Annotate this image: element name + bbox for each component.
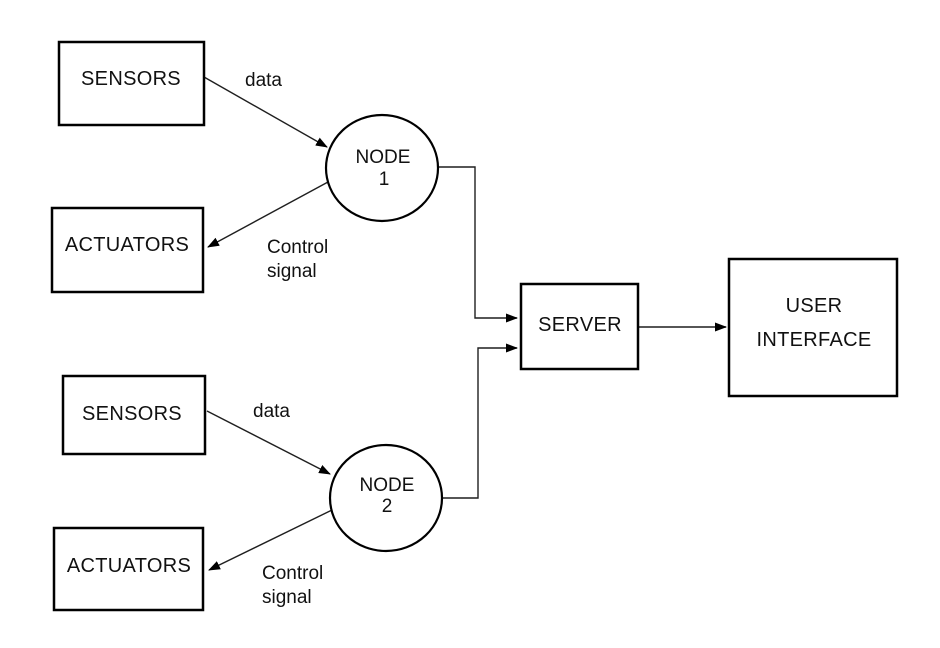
sensors-bottom-label: SENSORS [82, 403, 182, 425]
edge-sensors1-to-node1 [203, 76, 328, 148]
edge-label-control-top-line1: Control [267, 237, 328, 258]
sensors-top-box: SENSORS [57, 40, 206, 127]
edge-label-control-bottom-line1: Control [262, 563, 323, 584]
server-label: SERVER [538, 314, 622, 336]
node1-label: NODE [356, 147, 411, 168]
edge-node1-to-actuators1 [207, 181, 329, 248]
user-interface-box: USER INTERFACE [727, 257, 899, 398]
actuators-top-label: ACTUATORS [65, 234, 189, 256]
user-interface-label-line2: INTERFACE [757, 329, 872, 351]
edge-node2-to-actuators2 [208, 509, 333, 571]
edge-sensors2-to-node2 [206, 410, 331, 475]
edge-label-control-top-line2: signal [267, 261, 317, 282]
user-interface-label-line1: USER [786, 295, 843, 317]
sensors-bottom-box: SENSORS [61, 374, 207, 456]
actuators-bottom-box: ACTUATORS [52, 526, 205, 612]
actuators-bottom-label: ACTUATORS [67, 555, 191, 577]
node1-circle: NODE 1 [324, 113, 440, 223]
node2-label: NODE [360, 475, 415, 496]
edge-label-data-bottom: data [253, 401, 290, 422]
edge-node2-to-server [443, 343, 518, 499]
edge-label-data-top: data [245, 70, 282, 91]
node2-number: 2 [382, 496, 393, 517]
edge-node1-to-server [439, 166, 518, 323]
actuators-top-box: ACTUATORS [50, 206, 205, 294]
node2-circle: NODE 2 [328, 443, 444, 553]
edge-label-control-bottom-line2: signal [262, 587, 312, 608]
node1-number: 1 [379, 169, 390, 190]
server-box: SERVER [519, 282, 640, 371]
sensors-top-label: SENSORS [81, 68, 181, 90]
